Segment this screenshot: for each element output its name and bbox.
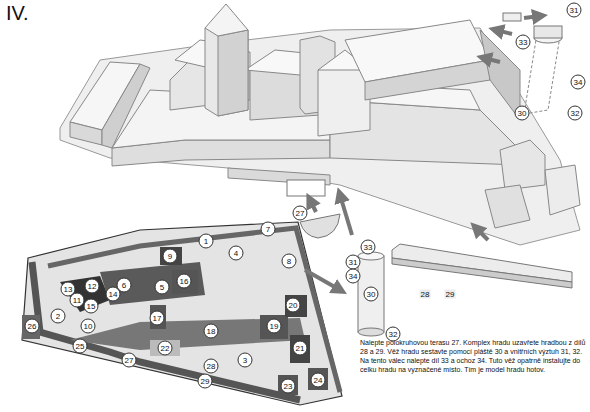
callout-number: 12 bbox=[85, 279, 100, 294]
callout-number: 32 bbox=[568, 106, 583, 121]
callout-number: 34 bbox=[571, 75, 586, 90]
callout-number: 15 bbox=[84, 299, 99, 314]
callout-number: 8 bbox=[282, 254, 297, 269]
callout-number: 14 bbox=[106, 287, 121, 302]
callout-number: 17 bbox=[150, 311, 165, 326]
callout-number: 33 bbox=[516, 35, 531, 50]
callout-number: 1 bbox=[199, 234, 214, 249]
callout-number: 21 bbox=[293, 341, 308, 356]
callout-number: 3 bbox=[238, 353, 253, 368]
callout-number: 16 bbox=[177, 274, 192, 289]
callout-number: 9 bbox=[163, 249, 178, 264]
callout-number: 30 bbox=[364, 287, 379, 302]
callout-number: 5 bbox=[155, 280, 170, 295]
callout-number: 34 bbox=[346, 269, 361, 284]
callout-number: 27 bbox=[122, 353, 137, 368]
callout-number: 26 bbox=[25, 319, 40, 334]
callout-number: 29 bbox=[198, 374, 213, 389]
callout-number: 30 bbox=[515, 106, 530, 121]
callout-number: 28 bbox=[420, 290, 431, 299]
callout-number: 31 bbox=[346, 255, 361, 270]
callout-number: 28 bbox=[204, 359, 219, 374]
callout-number: 31 bbox=[567, 3, 582, 18]
callout-number: 10 bbox=[81, 319, 96, 334]
step-title: IV. bbox=[6, 2, 29, 25]
callout-number: 33 bbox=[361, 240, 376, 255]
callout-number: 11 bbox=[70, 293, 85, 308]
callout-number: 7 bbox=[261, 222, 276, 237]
callout-number: 4 bbox=[229, 246, 244, 261]
callout-number: 19 bbox=[267, 319, 282, 334]
callout-number: 25 bbox=[73, 339, 88, 354]
instruction-text: Nalepte polokruhovou terasu 27. Komplex … bbox=[360, 338, 588, 374]
callout-number: 32 bbox=[386, 327, 401, 342]
callout-number: 2 bbox=[51, 309, 66, 324]
callout-number: 20 bbox=[286, 298, 301, 313]
callout-number: 18 bbox=[204, 324, 219, 339]
callout-number: 27 bbox=[293, 206, 308, 221]
callout-number: 24 bbox=[311, 373, 326, 388]
callout-number: 23 bbox=[281, 379, 296, 394]
callout-number: 29 bbox=[445, 290, 456, 299]
callout-number: 22 bbox=[158, 341, 173, 356]
